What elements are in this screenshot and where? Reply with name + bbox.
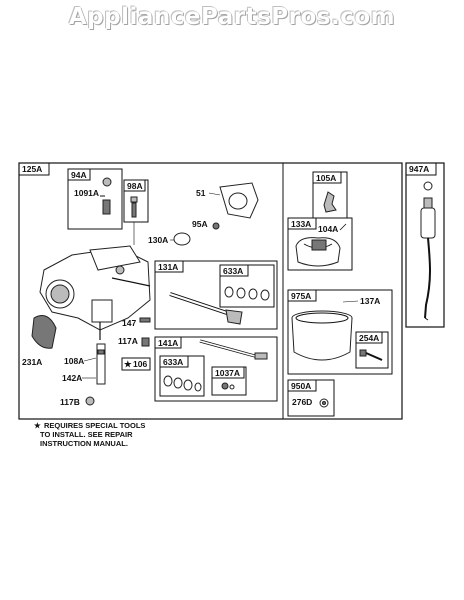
- label-box-98A: [123, 179, 146, 192]
- label-95A: 95A: [192, 219, 208, 229]
- box-141A: [154, 336, 278, 402]
- nozzle-part: [96, 343, 106, 385]
- float-bowl-part: [291, 310, 353, 361]
- label-117B: 117B: [60, 397, 80, 407]
- note-line-1: REQUIRES SPECIAL TOOLS: [44, 421, 145, 430]
- label-105A: 105A: [316, 173, 336, 183]
- screw-147-part: [139, 317, 151, 323]
- label-254A: 254A: [359, 333, 379, 343]
- label-133A: 133A: [291, 219, 311, 229]
- choke-shaft-part: [199, 339, 268, 360]
- label-108A: 108A: [64, 356, 84, 366]
- float-part: [295, 237, 341, 267]
- spring-part: [221, 382, 235, 390]
- box-131A: [154, 260, 278, 330]
- label-box-975A: [287, 289, 317, 302]
- fuel-shutoff-part: [420, 181, 436, 321]
- label-box-633A-upper: [219, 264, 249, 277]
- star-106: ★: [124, 359, 133, 369]
- note-star: ★: [34, 421, 42, 430]
- note-line-2: TO INSTALL. SEE REPAIR: [40, 430, 133, 439]
- gasket-part: [219, 182, 259, 219]
- throttle-plate-part: [173, 232, 191, 246]
- label-633A-upper: 633A: [223, 266, 243, 276]
- bowl-gasket-part: [31, 315, 57, 349]
- label-box-141A: [154, 336, 182, 349]
- label-box-105A: [312, 171, 342, 184]
- label-1091A: 1091A: [74, 188, 99, 198]
- label-104A: 104A: [318, 224, 338, 234]
- box-94A: [67, 168, 123, 230]
- idle-screw-part: [100, 177, 112, 215]
- frame-label: 125A: [22, 164, 42, 174]
- label-117A: 117A: [118, 336, 138, 346]
- label-box-947A: [405, 162, 437, 176]
- label-950A: 950A: [291, 381, 311, 391]
- label-box-131A: [154, 260, 184, 273]
- label-box-106: [121, 357, 151, 371]
- right-column-frame: [282, 162, 403, 420]
- seal-kit-upper: [224, 286, 270, 301]
- label-box-633A-lower: [159, 355, 189, 368]
- label-box-1037A: [211, 366, 245, 379]
- box-133A: [287, 217, 353, 271]
- label-147: 147: [122, 318, 136, 328]
- label-1037A: 1037A: [215, 368, 240, 378]
- note-line-3: INSTRUCTION MANUAL.: [40, 439, 128, 448]
- throttle-screw-part: [130, 196, 138, 218]
- label-141A: 141A: [158, 338, 178, 348]
- label-947A: 947A: [409, 164, 429, 174]
- watermark-text: AppliancePartsPros.com: [68, 4, 396, 30]
- carburetor-body-part: [39, 245, 151, 340]
- label-98A: 98A: [127, 181, 143, 191]
- box-975A: [287, 289, 393, 375]
- label-231A: 231A: [22, 357, 42, 367]
- label-137A: 137A: [360, 296, 380, 306]
- label-box-94A: [67, 168, 91, 181]
- frame-label-box: [18, 162, 50, 176]
- seat-part: [85, 396, 95, 406]
- label-box-950A: [287, 379, 317, 392]
- label-130A: 130A: [148, 235, 168, 245]
- label-142A: 142A: [62, 373, 82, 383]
- label-51: 51: [196, 188, 206, 198]
- label-box-133A: [287, 217, 317, 230]
- bowl-screw-part: [359, 349, 383, 361]
- label-106: 106: [133, 359, 147, 369]
- seal-kit-lower: [163, 375, 202, 392]
- label-box-254A: [355, 331, 383, 344]
- label-94A: 94A: [71, 170, 87, 180]
- needle-valve-part: [323, 191, 337, 213]
- throttle-shaft-part: [169, 292, 243, 325]
- bowl-washer-part: [319, 398, 329, 408]
- label-276D: 276D: [292, 397, 312, 407]
- label-131A: 131A: [158, 262, 178, 272]
- seat-117A-part: [141, 337, 150, 347]
- label-633A-lower: 633A: [163, 357, 183, 367]
- label-975A: 975A: [291, 291, 311, 301]
